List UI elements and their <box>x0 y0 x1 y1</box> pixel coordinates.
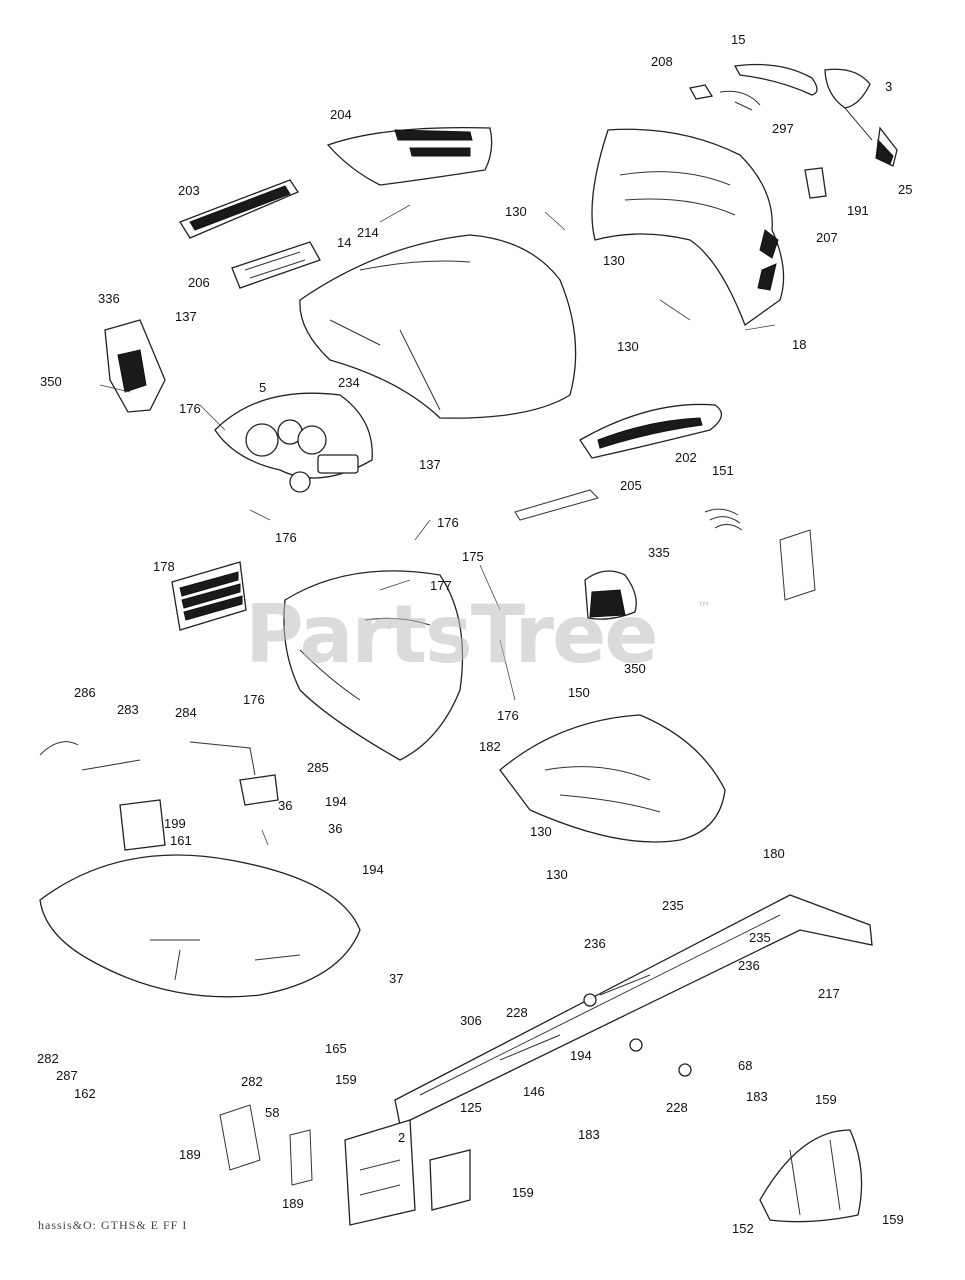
callout-146[interactable]: 146 <box>523 1084 545 1099</box>
callout-3[interactable]: 3 <box>885 79 893 94</box>
callout-151[interactable]: 151 <box>712 463 734 478</box>
callout-194[interactable]: 194 <box>362 862 384 877</box>
callout-283[interactable]: 283 <box>117 702 139 717</box>
callout-159[interactable]: 159 <box>512 1185 534 1200</box>
diagram-footer-label: hassis&O: GTHS& E FF I <box>38 1218 188 1232</box>
callout-194[interactable]: 194 <box>570 1048 592 1063</box>
callout-191[interactable]: 191 <box>847 203 869 218</box>
callout-217[interactable]: 217 <box>818 986 840 1001</box>
callout-178[interactable]: 178 <box>153 559 175 574</box>
callout-282[interactable]: 282 <box>37 1051 59 1066</box>
callout-161[interactable]: 161 <box>170 833 192 848</box>
callout-228[interactable]: 228 <box>666 1100 688 1115</box>
callout-199[interactable]: 199 <box>164 816 186 831</box>
callout-15[interactable]: 15 <box>731 32 746 47</box>
callout-350[interactable]: 350 <box>624 661 646 676</box>
callout-236[interactable]: 236 <box>738 958 760 973</box>
callout-130[interactable]: 130 <box>603 253 625 268</box>
callout-5[interactable]: 5 <box>259 380 267 395</box>
callout-335[interactable]: 335 <box>648 545 670 560</box>
callout-159[interactable]: 159 <box>335 1072 357 1087</box>
callout-189[interactable]: 189 <box>282 1196 304 1211</box>
callout-306[interactable]: 306 <box>460 1013 482 1028</box>
callout-183[interactable]: 183 <box>578 1127 600 1142</box>
callout-208[interactable]: 208 <box>651 54 673 69</box>
callout-130[interactable]: 130 <box>505 204 527 219</box>
callout-137[interactable]: 137 <box>419 457 441 472</box>
callout-159[interactable]: 159 <box>882 1212 904 1227</box>
callout-336[interactable]: 336 <box>98 291 120 306</box>
callout-214[interactable]: 214 <box>357 225 379 240</box>
callout-297[interactable]: 297 <box>772 121 794 136</box>
callout-137[interactable]: 137 <box>175 309 197 324</box>
watermark: PartsTree <box>245 588 659 681</box>
callout-175[interactable]: 175 <box>462 549 484 564</box>
callout-130[interactable]: 130 <box>530 824 552 839</box>
callout-182[interactable]: 182 <box>479 739 501 754</box>
callout-206[interactable]: 206 <box>188 275 210 290</box>
watermark-trademark: ™ <box>697 600 711 616</box>
callout-203[interactable]: 203 <box>178 183 200 198</box>
callout-18[interactable]: 18 <box>792 337 807 352</box>
callout-183[interactable]: 183 <box>746 1089 768 1104</box>
callout-176[interactable]: 176 <box>437 515 459 530</box>
callout-2[interactable]: 2 <box>398 1130 406 1145</box>
callout-68[interactable]: 68 <box>738 1058 753 1073</box>
callout-176[interactable]: 176 <box>497 708 519 723</box>
callout-36[interactable]: 36 <box>278 798 293 813</box>
callout-25[interactable]: 25 <box>898 182 913 197</box>
callout-235[interactable]: 235 <box>662 898 684 913</box>
callout-202[interactable]: 202 <box>675 450 697 465</box>
callout-284[interactable]: 284 <box>175 705 197 720</box>
callout-152[interactable]: 152 <box>732 1221 754 1236</box>
callout-235[interactable]: 235 <box>749 930 771 945</box>
callout-14[interactable]: 14 <box>337 235 352 250</box>
callout-207[interactable]: 207 <box>816 230 838 245</box>
callout-125[interactable]: 125 <box>460 1100 482 1115</box>
callout-350[interactable]: 350 <box>40 374 62 389</box>
callout-228[interactable]: 228 <box>506 1005 528 1020</box>
callout-150[interactable]: 150 <box>568 685 590 700</box>
callout-236[interactable]: 236 <box>584 936 606 951</box>
callout-162[interactable]: 162 <box>74 1086 96 1101</box>
callout-180[interactable]: 180 <box>763 846 785 861</box>
callout-282[interactable]: 282 <box>241 1074 263 1089</box>
callout-234[interactable]: 234 <box>338 375 360 390</box>
callout-58[interactable]: 58 <box>265 1105 280 1120</box>
callout-176[interactable]: 176 <box>275 530 297 545</box>
callout-159[interactable]: 159 <box>815 1092 837 1107</box>
callout-189[interactable]: 189 <box>179 1147 201 1162</box>
callout-130[interactable]: 130 <box>546 867 568 882</box>
callout-286[interactable]: 286 <box>74 685 96 700</box>
callout-285[interactable]: 285 <box>307 760 329 775</box>
callout-130[interactable]: 130 <box>617 339 639 354</box>
callout-176[interactable]: 176 <box>243 692 265 707</box>
callout-177[interactable]: 177 <box>430 578 452 593</box>
callout-287[interactable]: 287 <box>56 1068 78 1083</box>
callout-37[interactable]: 37 <box>389 971 404 986</box>
callout-165[interactable]: 165 <box>325 1041 347 1056</box>
callout-176[interactable]: 176 <box>179 401 201 416</box>
callout-194[interactable]: 194 <box>325 794 347 809</box>
callout-204[interactable]: 204 <box>330 107 352 122</box>
callout-205[interactable]: 205 <box>620 478 642 493</box>
callout-36[interactable]: 36 <box>328 821 343 836</box>
